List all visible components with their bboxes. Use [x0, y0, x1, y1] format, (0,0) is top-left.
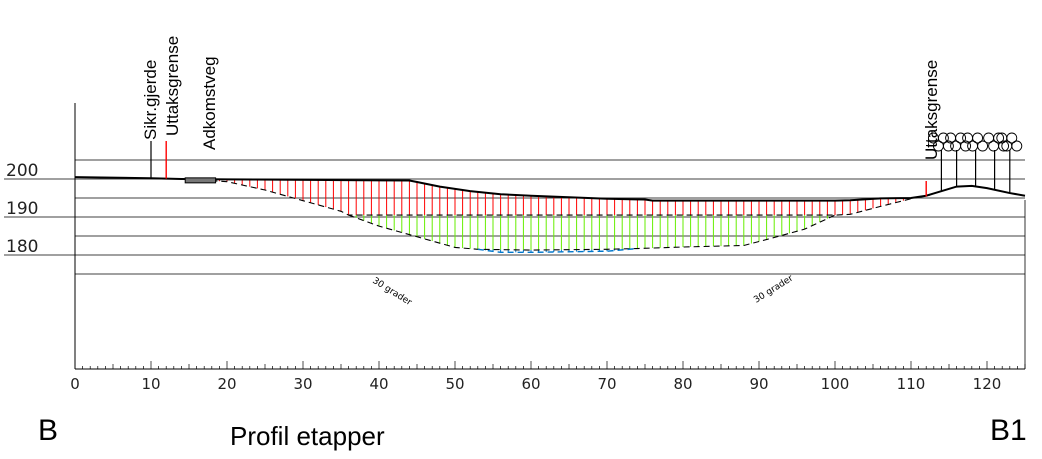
tree-crown: [942, 140, 954, 152]
profile-end-label: B1: [990, 414, 1027, 447]
x-tick-label: 70: [597, 375, 616, 393]
x-tick-label: 120: [973, 375, 1002, 393]
slope-left-label: 30 grader: [370, 276, 413, 308]
x-tick-label: 10: [141, 375, 160, 393]
x-tick-label: 0: [70, 375, 80, 393]
tree-crown: [960, 140, 972, 152]
y-tick-label: 200: [6, 161, 38, 181]
tree-crown: [937, 132, 949, 144]
x-tick-label: 60: [521, 375, 540, 393]
uttaksgrense-right-label: Uttaksgrense: [922, 60, 941, 160]
x-tick-label: 80: [673, 375, 692, 393]
x-tick-label: 20: [217, 375, 236, 393]
tree-crown: [1011, 140, 1023, 152]
tree-crown: [998, 140, 1010, 152]
x-tick-label: 110: [897, 375, 926, 393]
slope-right-label: 30 grader: [752, 273, 795, 305]
x-tick-label: 40: [369, 375, 388, 393]
tree-crown: [993, 132, 1005, 144]
adkomstveg-label: Adkomstveg: [200, 56, 219, 150]
profile-start-label: B: [38, 414, 59, 447]
tree-crown: [977, 140, 989, 152]
adkomstveg-marker: [184, 177, 217, 184]
x-tick-label: 50: [445, 375, 464, 393]
stage2-floor: [348, 214, 836, 251]
tree-crown: [1006, 132, 1018, 144]
drawing-caption: Profil etapper: [230, 421, 385, 451]
uttaksgrense-left-label: Uttaksgrense: [163, 36, 182, 136]
x-tick-label: 90: [749, 375, 768, 393]
y-tick-label: 180: [6, 237, 38, 257]
sikr-gjerde-label: Sikr.gjerde: [141, 60, 160, 140]
stage3-floor: [477, 247, 638, 254]
trees-icon: [927, 132, 1023, 194]
tree-crown: [955, 132, 967, 144]
tree-crown: [972, 132, 984, 144]
y-tick-label: 190: [6, 199, 38, 219]
x-tick-label: 30: [293, 375, 312, 393]
x-tick-label: 100: [821, 375, 850, 393]
terrain-line: [74, 176, 1026, 202]
